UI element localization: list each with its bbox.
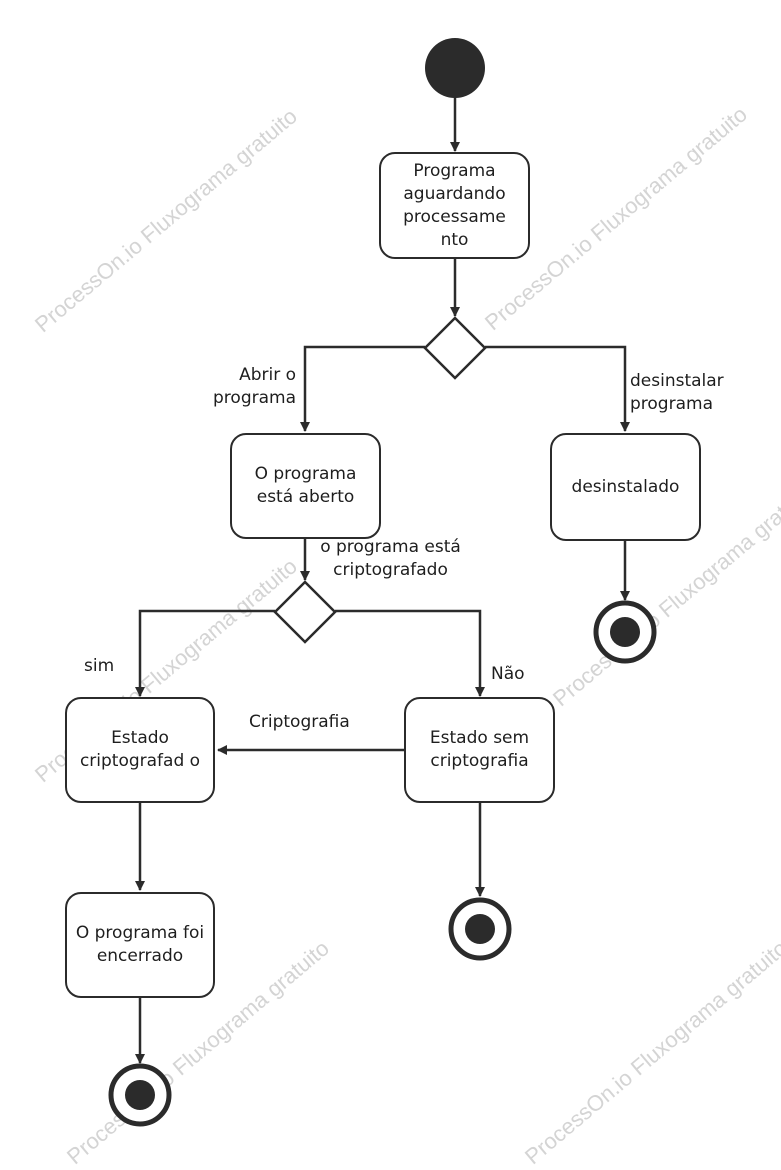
node-uninstalled-label: desinstalado bbox=[571, 476, 680, 497]
node-unencrypted-state-label: Estado sem criptografia bbox=[429, 728, 530, 771]
edge-label-uninstall-program: desinstalar programa bbox=[630, 371, 724, 414]
node-program-waiting: Programa aguardando processame nto bbox=[379, 152, 530, 259]
edge-yes bbox=[135, 609, 275, 697]
edge-label-yes: sim bbox=[84, 656, 115, 676]
node-unencrypted-state: Estado sem criptografia bbox=[404, 697, 555, 803]
end-node-unencrypted bbox=[448, 897, 512, 961]
node-program-closed: O programa foi encerrado bbox=[65, 892, 215, 998]
end-node-closed bbox=[108, 1063, 172, 1127]
node-program-open-label: O programa está aberto bbox=[254, 464, 357, 507]
edge-label-is-encrypted: o programa está criptografado bbox=[320, 537, 461, 580]
node-program-open: O programa está aberto bbox=[230, 433, 381, 539]
start-node bbox=[425, 38, 485, 98]
edge-no bbox=[335, 609, 485, 697]
decision-diamond-encrypted bbox=[273, 580, 337, 644]
node-uninstalled: desinstalado bbox=[550, 433, 701, 541]
edge-open-program bbox=[300, 345, 425, 432]
node-program-closed-label: O programa foi encerrado bbox=[75, 923, 205, 966]
node-encrypted-state: Estado criptografad o bbox=[65, 697, 215, 803]
edge-label-open-program: Abrir o programa bbox=[213, 365, 296, 408]
node-program-waiting-label: Programa aguardando processame nto bbox=[403, 160, 506, 250]
end-node-uninstalled bbox=[593, 600, 657, 664]
edge-label-no: Não bbox=[491, 664, 525, 684]
edge-label-encryption: Criptografia bbox=[249, 712, 350, 732]
edge-uninstall-program bbox=[485, 345, 630, 432]
node-encrypted-state-label: Estado criptografad o bbox=[79, 728, 201, 771]
decision-diamond-action bbox=[423, 316, 487, 380]
